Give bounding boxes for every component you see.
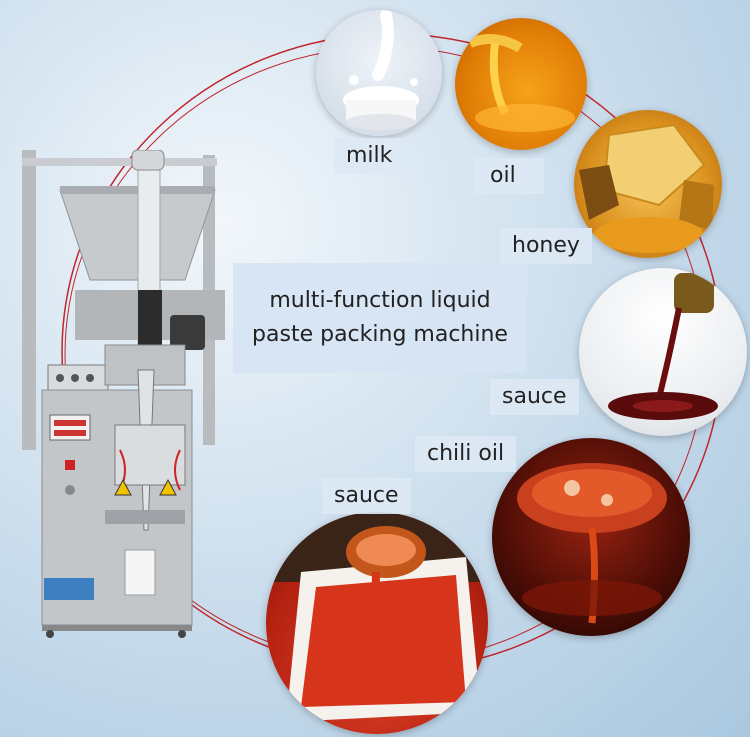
packing-machine-image	[22, 150, 225, 638]
label-sauce-bottom: sauce	[322, 478, 411, 514]
tomato-sauce-image	[266, 512, 488, 734]
oil-pour-illustration	[468, 34, 575, 132]
product-title: multi-function liquid paste packing mach…	[233, 263, 527, 373]
label-oil: oil	[474, 158, 544, 194]
milk-splash-illustration	[343, 10, 419, 130]
label-chili-oil: chili oil	[415, 436, 517, 472]
chili-oil-spoon-illustration	[517, 463, 667, 624]
oil-image	[455, 18, 587, 150]
honeycomb-illustration	[579, 123, 714, 253]
title-line-1: multi-function liquid	[269, 288, 491, 313]
chili-oil-image	[492, 438, 690, 636]
sauce-soy-image	[579, 268, 747, 436]
soy-sauce-pour-illustration	[608, 273, 718, 420]
label-sauce-right: sauce	[490, 379, 579, 415]
label-honey: honey	[500, 228, 592, 264]
milk-image	[316, 10, 442, 136]
honey-image	[574, 110, 722, 258]
tomato-sauce-bowl-illustration	[266, 512, 488, 722]
title-line-2: paste packing machine	[252, 322, 508, 347]
label-milk: milk	[334, 138, 405, 174]
